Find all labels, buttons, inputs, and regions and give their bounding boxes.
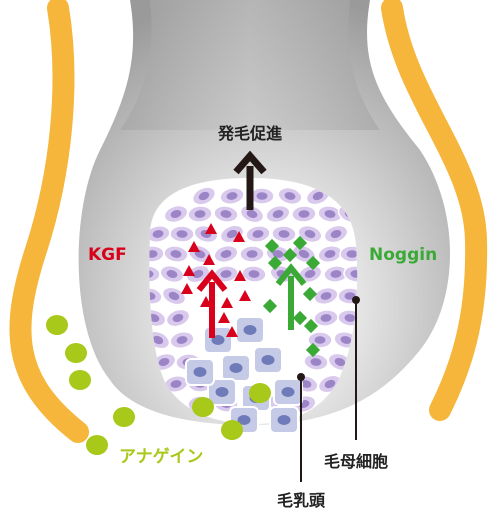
- red-triangle-icon: [200, 296, 212, 307]
- hair-matrix-cell: [239, 204, 265, 224]
- green-diamond-icon: [305, 342, 321, 358]
- green-diamond-icon: [292, 310, 308, 326]
- hair-matrix-cell: [149, 287, 163, 305]
- noggin-label: Noggin: [369, 245, 437, 265]
- dermal-papilla-cells: [185, 316, 303, 434]
- hair-matrix: [149, 178, 358, 434]
- dermal-papilla-cell: [273, 378, 303, 406]
- red-triangle-icon: [205, 223, 217, 234]
- red-triangle-icon: [183, 265, 195, 276]
- follicle-shaft-highlight: [120, 0, 380, 130]
- dermal-papilla-cell: [269, 406, 299, 434]
- red-triangle-icon: [239, 290, 251, 301]
- hair-matrix-cell: [185, 264, 211, 284]
- hair-matrix-cell: [317, 205, 343, 223]
- hair-matrix-cell: [163, 204, 189, 224]
- hair-matrix-cell: [239, 245, 265, 263]
- noggin-arrow: [275, 263, 307, 330]
- dermal-papilla-cell: [185, 358, 215, 386]
- green-diamond-icon: [303, 318, 319, 334]
- hair-growth-arrow: [233, 150, 267, 210]
- green-circle-icon: [221, 420, 243, 440]
- red-triangle-icon: [221, 297, 233, 308]
- hair-matrix-cell: [213, 244, 239, 264]
- green-diamond-icon: [267, 255, 283, 271]
- green-circle-icon: [249, 383, 271, 403]
- hair-matrix-cell: [297, 224, 323, 244]
- green-diamond-icon: [264, 238, 280, 254]
- hair-matrix-cell: [303, 353, 329, 371]
- hair-matrix-cell: [213, 205, 239, 223]
- green-circle-icon: [192, 397, 214, 417]
- green-diamond-icon: [262, 298, 278, 314]
- hair-matrix-cell: [191, 186, 217, 206]
- red-triangle-icon: [233, 231, 245, 242]
- hair-matrix-cell: [297, 264, 323, 284]
- dermal-papilla-label: 毛乳頭: [277, 491, 326, 510]
- dermal-papilla-cell: [221, 354, 251, 382]
- green-diamond-icon: [305, 255, 321, 271]
- green-diamond-icon: [292, 235, 308, 251]
- red-triangle-icon: [234, 270, 246, 281]
- anagein-label: アナゲイン: [119, 446, 203, 467]
- kgf-factor-group: [181, 223, 251, 337]
- hair-matrix-cell: [159, 264, 185, 284]
- anagein-dot-group: [46, 315, 271, 455]
- hair-matrix-cell: [169, 331, 195, 349]
- matrix-leader-dot: [352, 296, 360, 304]
- right-root-sheath: [381, 0, 488, 421]
- dermal-papilla-cell: [203, 326, 233, 354]
- hair-matrix-cell: [323, 224, 349, 244]
- green-circle-icon: [113, 407, 135, 427]
- dermal-papilla-cell: [207, 378, 237, 406]
- papilla-leader-dot: [297, 373, 305, 381]
- hair-matrix-cell: [339, 245, 358, 263]
- hair-matrix-cell: [271, 225, 297, 243]
- red-triangle-icon: [218, 312, 230, 323]
- red-triangle-icon: [203, 254, 215, 265]
- red-triangle-icon: [188, 241, 200, 252]
- kgf-label: KGF: [88, 245, 127, 265]
- noggin-factor-group: [262, 235, 321, 358]
- kgf-arrow: [196, 269, 228, 338]
- hair-matrix-cell: [313, 286, 339, 306]
- green-diamond-icon: [282, 247, 298, 263]
- green-circle-icon: [46, 315, 68, 335]
- hair-matrix-cell: [165, 308, 191, 328]
- hair-matrix-cell: [245, 225, 271, 243]
- hair-matrix-cell: [291, 244, 317, 264]
- green-circle-icon: [86, 435, 108, 455]
- hair-matrix-cell: [265, 204, 291, 224]
- red-triangle-icon: [181, 283, 193, 294]
- green-diamond-icon: [302, 286, 318, 302]
- hair-growth-label: 発毛促進: [217, 124, 282, 143]
- hair-matrix-cell: [219, 187, 245, 205]
- green-circle-icon: [69, 370, 91, 390]
- hair-matrix-cell: [187, 205, 213, 223]
- hair-matrix-cell: [163, 245, 189, 263]
- red-triangle-icon: [226, 326, 238, 337]
- hair-matrix-cell: [291, 205, 317, 223]
- left-root-sheath: [9, 0, 89, 443]
- dermal-papilla-cell: [253, 346, 283, 374]
- hair-matrix-cell: [169, 225, 195, 243]
- hair-matrix-cells-label: 毛母細胞: [324, 452, 388, 471]
- hair-matrix-cell: [343, 265, 358, 283]
- hair-matrix-cell: [249, 187, 275, 205]
- hair-matrix-cell: [241, 265, 267, 283]
- green-circle-icon: [65, 343, 87, 363]
- hair-matrix-cell: [277, 186, 303, 206]
- hair-matrix-cell: [161, 286, 187, 306]
- dermal-papilla-cell: [235, 316, 265, 344]
